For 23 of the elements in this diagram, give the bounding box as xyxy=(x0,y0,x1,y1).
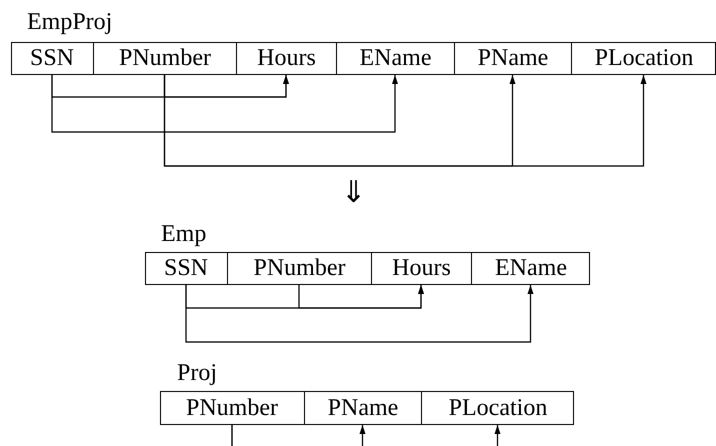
attribute-cell: SSN xyxy=(145,253,227,284)
attribute-cell: PName xyxy=(304,392,421,424)
decomposition-arrow: ⇓ xyxy=(341,176,366,210)
table-name: Emp xyxy=(161,220,206,248)
dependency-arrow xyxy=(164,75,289,98)
attribute-cell: Hours xyxy=(236,43,336,74)
attribute-cell: Hours xyxy=(371,253,471,284)
attribute-cell: PNumber xyxy=(160,392,304,424)
dependency-arrow xyxy=(298,285,424,309)
dependency-arrow xyxy=(164,75,646,167)
attribute-cell: PLocation xyxy=(571,43,716,74)
dependency-arrow xyxy=(51,75,398,133)
table-name: EmpProj xyxy=(27,8,112,36)
attribute-cell: PNumber xyxy=(93,43,236,74)
attribute-cell: PNumber xyxy=(227,253,371,284)
table-name: Proj xyxy=(177,359,218,387)
dependency-arrow xyxy=(185,285,534,343)
dependency-arrow xyxy=(231,425,500,446)
attribute-cell: PLocation xyxy=(421,392,574,424)
attribute-cell: PName xyxy=(454,43,571,74)
attribute-cell: EName xyxy=(336,43,454,74)
attribute-cell: SSN xyxy=(11,43,93,74)
attribute-cell: EName xyxy=(471,253,590,284)
